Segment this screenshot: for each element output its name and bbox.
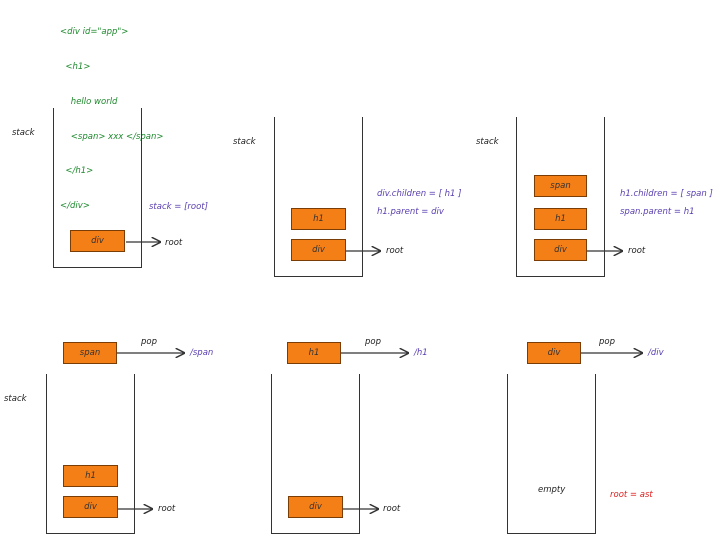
stack-container-4 (46, 374, 135, 534)
stack-box-span: span (534, 175, 587, 197)
note-h1-parent: h1.parent = div (377, 207, 444, 217)
stack-box-h1: h1 (63, 465, 118, 487)
pop-label: pop (599, 337, 615, 347)
code-line: </h1> (60, 166, 94, 177)
code-line: <h1> (60, 61, 91, 72)
stack-box-h1: h1 (534, 208, 587, 230)
stack-box-h1: h1 (291, 208, 346, 230)
popped-box-div: div (527, 342, 581, 364)
pop-label: pop (365, 337, 381, 347)
root-label: root (383, 504, 401, 514)
stack-box-div: div (63, 496, 118, 518)
pop-label: pop (141, 337, 157, 347)
root-label: root (165, 238, 183, 248)
code-line: </div> (60, 201, 90, 212)
stack-label: stack (233, 137, 256, 147)
stack-box-div: div (70, 230, 125, 252)
stack-container-1 (53, 108, 142, 268)
code-line: <div id="app"> (60, 27, 129, 38)
code-line: <span> xxx </span> (60, 131, 164, 142)
stack-container-6 (507, 374, 596, 534)
stack-container-3 (516, 117, 605, 277)
note-div-children: div.children = [ h1 ] (377, 189, 462, 199)
stack-container-5 (271, 374, 360, 534)
code-line: hello world (60, 96, 118, 107)
empty-label: empty (538, 485, 566, 495)
stack-box-div: div (534, 239, 587, 261)
note-close-span: /span (190, 348, 214, 358)
stack-box-div: div (291, 239, 346, 261)
result-note: root = ast (610, 490, 653, 500)
note-h1-children: h1.children = [ span ] (620, 189, 713, 199)
stack-container-2 (274, 117, 363, 277)
stack-box-div: div (288, 496, 343, 518)
note-stack-root: stack = [root] (149, 202, 208, 212)
note-close-h1: /h1 (414, 348, 428, 358)
root-label: root (628, 246, 646, 256)
note-span-parent: span.parent = h1 (620, 207, 695, 217)
html-code-snippet: <div id="app"> <h1> hello world <span> x… (60, 4, 164, 224)
stack-label: stack (12, 128, 35, 138)
note-close-div: /div (648, 348, 664, 358)
root-label: root (158, 504, 176, 514)
popped-box-h1: h1 (287, 342, 341, 364)
stack-label: stack (4, 394, 27, 404)
stack-label: stack (476, 137, 499, 147)
popped-box-span: span (63, 342, 117, 364)
root-label: root (386, 246, 404, 256)
